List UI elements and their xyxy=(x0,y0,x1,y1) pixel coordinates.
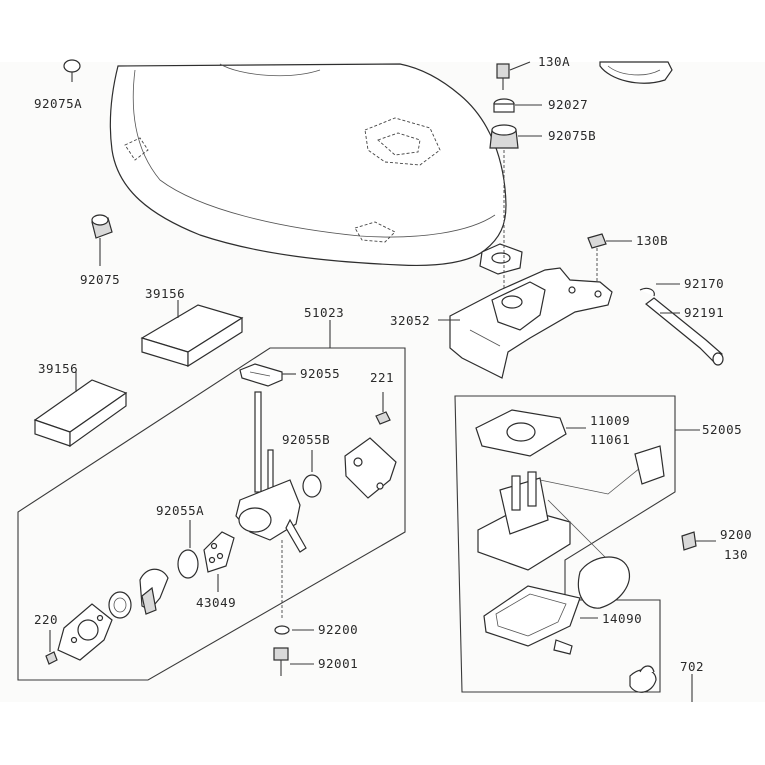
fuel-pump-body xyxy=(477,445,665,609)
callout-39156-lower: 39156 xyxy=(38,361,78,376)
tap-plate xyxy=(57,603,113,661)
callout-702: 702 xyxy=(680,659,704,674)
pad-39156-upper xyxy=(140,300,244,368)
callout-221: 221 xyxy=(370,370,394,385)
callout-92075A: 92075A xyxy=(34,96,82,111)
callout-39156-upper: 39156 xyxy=(145,286,185,301)
bolt-130B xyxy=(587,233,632,290)
callout-11061: 11061 xyxy=(590,432,630,447)
callout-9200: 9200 xyxy=(720,527,752,542)
callout-43049: 43049 xyxy=(196,595,236,610)
gasket-92055 xyxy=(239,363,296,387)
callout-130A: 130A xyxy=(538,54,570,69)
tap-lever xyxy=(108,568,169,619)
callout-51023: 51023 xyxy=(304,305,344,320)
callout-52005: 52005 xyxy=(702,422,742,437)
fuel-tap-assembly-box xyxy=(17,320,406,681)
hose-92191 xyxy=(639,283,724,366)
washer-92200 xyxy=(274,625,314,635)
callout-92055: 92055 xyxy=(300,366,340,381)
callout-92055A: 92055A xyxy=(156,503,204,518)
screw-221 xyxy=(375,392,391,425)
fuel-tap-body xyxy=(235,391,307,620)
callout-92075: 92075 xyxy=(80,272,120,287)
filter-tray-14090 xyxy=(483,585,598,655)
callout-92191: 92191 xyxy=(684,305,724,320)
pad-39156-lower xyxy=(33,372,128,448)
callout-220: 220 xyxy=(34,612,58,627)
oring-92055A xyxy=(177,520,199,579)
grommet-92075 xyxy=(91,214,113,266)
fuel-tank xyxy=(109,63,523,275)
mount-bolt-stack xyxy=(489,61,542,290)
bolt-92001 xyxy=(273,647,314,676)
callout-130: 130 xyxy=(724,547,748,562)
callout-92027: 92027 xyxy=(548,97,588,112)
callout-11009: 11009 xyxy=(590,413,630,428)
callout-labels: 92075A 130A 92027 92075B 92075 130B 3915… xyxy=(34,54,752,674)
tap-cover-plate xyxy=(344,437,397,499)
callout-14090: 14090 xyxy=(602,611,642,626)
callout-92200: 92200 xyxy=(318,622,358,637)
callout-92075B: 92075B xyxy=(548,128,596,143)
callout-130B: 130B xyxy=(636,233,668,248)
oring-92055B xyxy=(302,450,322,498)
gasket-11009 xyxy=(475,409,586,457)
callout-92055B: 92055B xyxy=(282,432,330,447)
bolt-9200-130 xyxy=(681,531,716,551)
lever-plate-43049 xyxy=(203,531,235,592)
bracket-32052 xyxy=(438,267,613,379)
screw-220 xyxy=(45,630,58,665)
callout-92001: 92001 xyxy=(318,656,358,671)
callout-32052: 32052 xyxy=(390,313,430,328)
clip-702 xyxy=(629,665,693,702)
callout-92170: 92170 xyxy=(684,276,724,291)
top-right-parts xyxy=(63,59,673,84)
